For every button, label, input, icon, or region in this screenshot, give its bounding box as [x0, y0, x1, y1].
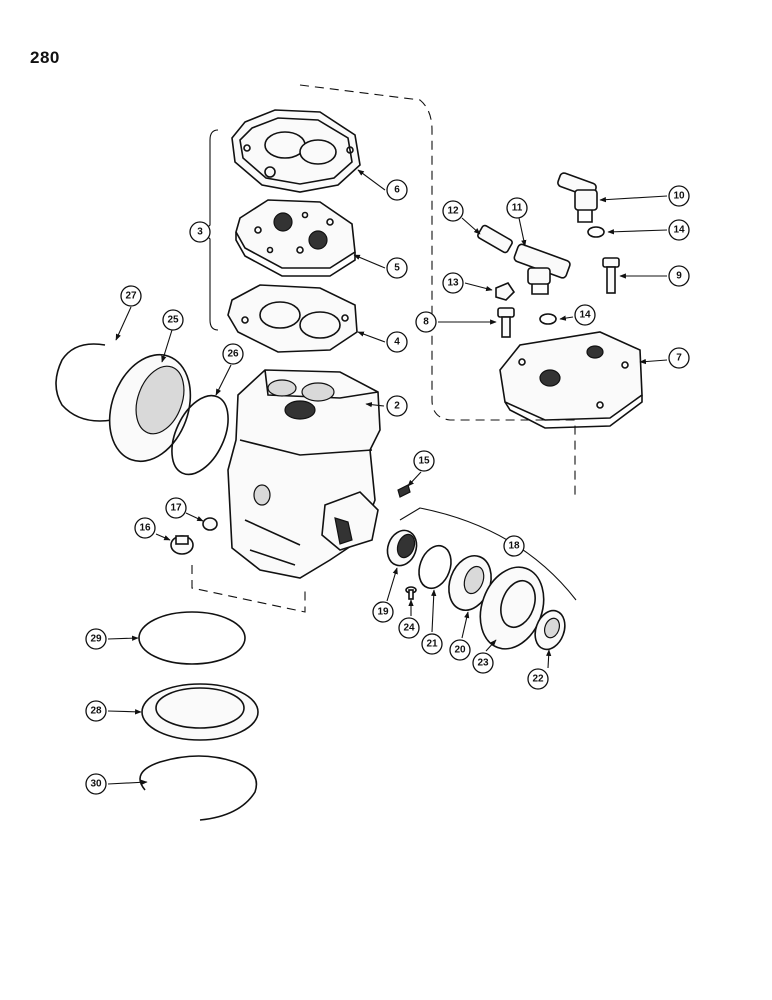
oring-26: [171, 394, 229, 476]
callout-18: 18: [503, 535, 525, 557]
svg-text:23: 23: [477, 658, 489, 669]
svg-text:7: 7: [676, 353, 682, 364]
svg-text:9: 9: [676, 271, 682, 282]
callout-29: 29: [85, 628, 107, 650]
plug-16: [170, 535, 194, 555]
bolt-8: [497, 307, 515, 338]
callout-11: 11: [506, 197, 528, 219]
svg-text:3: 3: [197, 227, 203, 238]
callout-16: 16: [134, 517, 156, 539]
svg-text:12: 12: [447, 206, 459, 217]
callout-23: 23: [472, 652, 494, 674]
head-cover: [499, 331, 643, 429]
fitting-10: [557, 172, 598, 223]
screw-24: [405, 586, 417, 600]
svg-text:19: 19: [377, 607, 389, 618]
svg-text:18: 18: [508, 541, 520, 552]
svg-text:22: 22: [532, 674, 544, 685]
callout-28: 28: [85, 700, 107, 722]
svg-text:14: 14: [673, 225, 685, 236]
svg-text:14: 14: [579, 310, 591, 321]
callout-9: 9: [668, 265, 690, 287]
callout-5: 5: [386, 257, 408, 279]
callout-4: 4: [386, 331, 408, 353]
callout-17: 17: [165, 497, 187, 519]
cover-22: [534, 609, 566, 651]
callout-12: 12: [442, 200, 464, 222]
gasket-lower: [227, 284, 358, 353]
svg-text:5: 5: [394, 263, 400, 274]
svg-text:13: 13: [447, 278, 459, 289]
svg-text:8: 8: [423, 317, 429, 328]
page-number: 280: [30, 48, 60, 67]
bolt-9: [602, 257, 620, 294]
svg-text:2: 2: [394, 401, 400, 412]
svg-text:17: 17: [170, 503, 182, 514]
callout-22: 22: [527, 668, 549, 690]
oring-29: [138, 611, 246, 665]
washer-14-lower: [539, 313, 557, 325]
callout-13: 13: [442, 272, 464, 294]
seal-25: [108, 353, 192, 463]
callout-10: 10: [668, 185, 690, 207]
svg-text:26: 26: [227, 349, 239, 360]
retaining-ring-27: [55, 343, 113, 422]
callout-14-upper: 14: [668, 219, 690, 241]
callout-7: 7: [668, 347, 690, 369]
fitting-11: [513, 243, 571, 295]
valve-core-12: [477, 224, 513, 254]
washer-17: [202, 517, 218, 531]
callout-25: 25: [162, 309, 184, 331]
callout-6: 6: [386, 179, 408, 201]
svg-text:25: 25: [167, 315, 179, 326]
seal-19: [386, 529, 418, 567]
svg-text:6: 6: [394, 185, 400, 196]
callout-19: 19: [372, 601, 394, 623]
leader-lines: [107, 169, 668, 785]
svg-text:29: 29: [90, 634, 102, 645]
snap-ring-30: [139, 755, 258, 821]
callout-8: 8: [415, 311, 437, 333]
assembly-dashed-lines: [191, 84, 576, 613]
washer-14-upper: [587, 226, 605, 238]
svg-text:30: 30: [90, 779, 102, 790]
key-15: [397, 484, 411, 498]
oring-21: [418, 544, 452, 590]
valve-plate: [235, 199, 356, 277]
bracket-18: [399, 507, 577, 601]
svg-text:21: 21: [426, 639, 438, 650]
svg-text:11: 11: [512, 203, 523, 214]
callout-20: 20: [449, 639, 471, 661]
callout-3: 3: [189, 221, 211, 243]
cap-13: [495, 282, 516, 301]
shim-28: [141, 683, 259, 741]
svg-text:16: 16: [139, 523, 151, 534]
callout-2: 2: [386, 395, 408, 417]
callout-26: 26: [222, 343, 244, 365]
svg-text:27: 27: [125, 291, 137, 302]
compressor-body: [227, 369, 381, 579]
seal-plate-23: [479, 566, 545, 650]
callout-15: 15: [413, 450, 435, 472]
svg-text:10: 10: [673, 191, 685, 202]
callout-21: 21: [421, 633, 443, 655]
svg-text:28: 28: [90, 706, 102, 717]
svg-text:24: 24: [403, 623, 415, 634]
svg-text:20: 20: [454, 645, 466, 656]
svg-text:15: 15: [418, 456, 430, 467]
svg-text:4: 4: [394, 337, 400, 348]
callout-24: 24: [398, 617, 420, 639]
callout-30: 30: [85, 773, 107, 795]
gasket-top: [231, 109, 361, 193]
callout-27: 27: [120, 285, 142, 307]
callout-14-lower: 14: [574, 304, 596, 326]
